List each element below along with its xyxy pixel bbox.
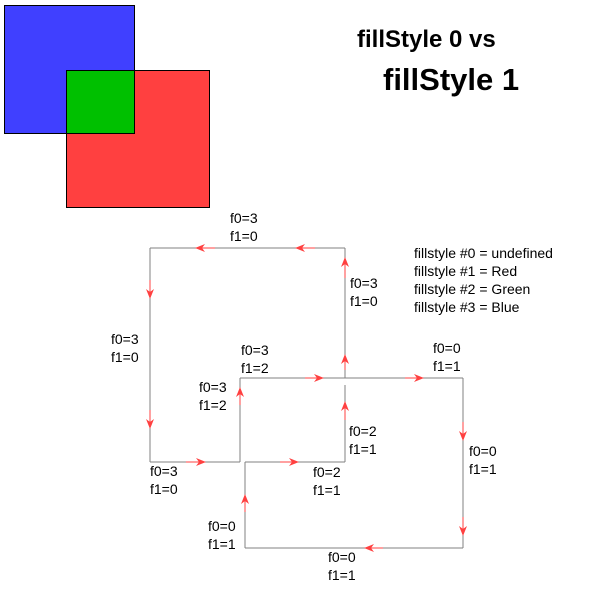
title-line-1: fillStyle 0 vs bbox=[357, 26, 496, 53]
fillstyle-legend: fillstyle #0 = undefined fillstyle #1 = … bbox=[414, 244, 553, 316]
legend-item-2: fillstyle #2 = Green bbox=[414, 281, 531, 297]
legend-item-0: fillstyle #0 = undefined bbox=[414, 245, 553, 261]
legend-item-1: fillstyle #1 = Red bbox=[414, 263, 518, 279]
green-overlap-square bbox=[66, 70, 135, 134]
title-line-2: fillStyle 1 bbox=[383, 62, 520, 97]
legend-item-3: fillstyle #3 = Blue bbox=[414, 299, 520, 315]
